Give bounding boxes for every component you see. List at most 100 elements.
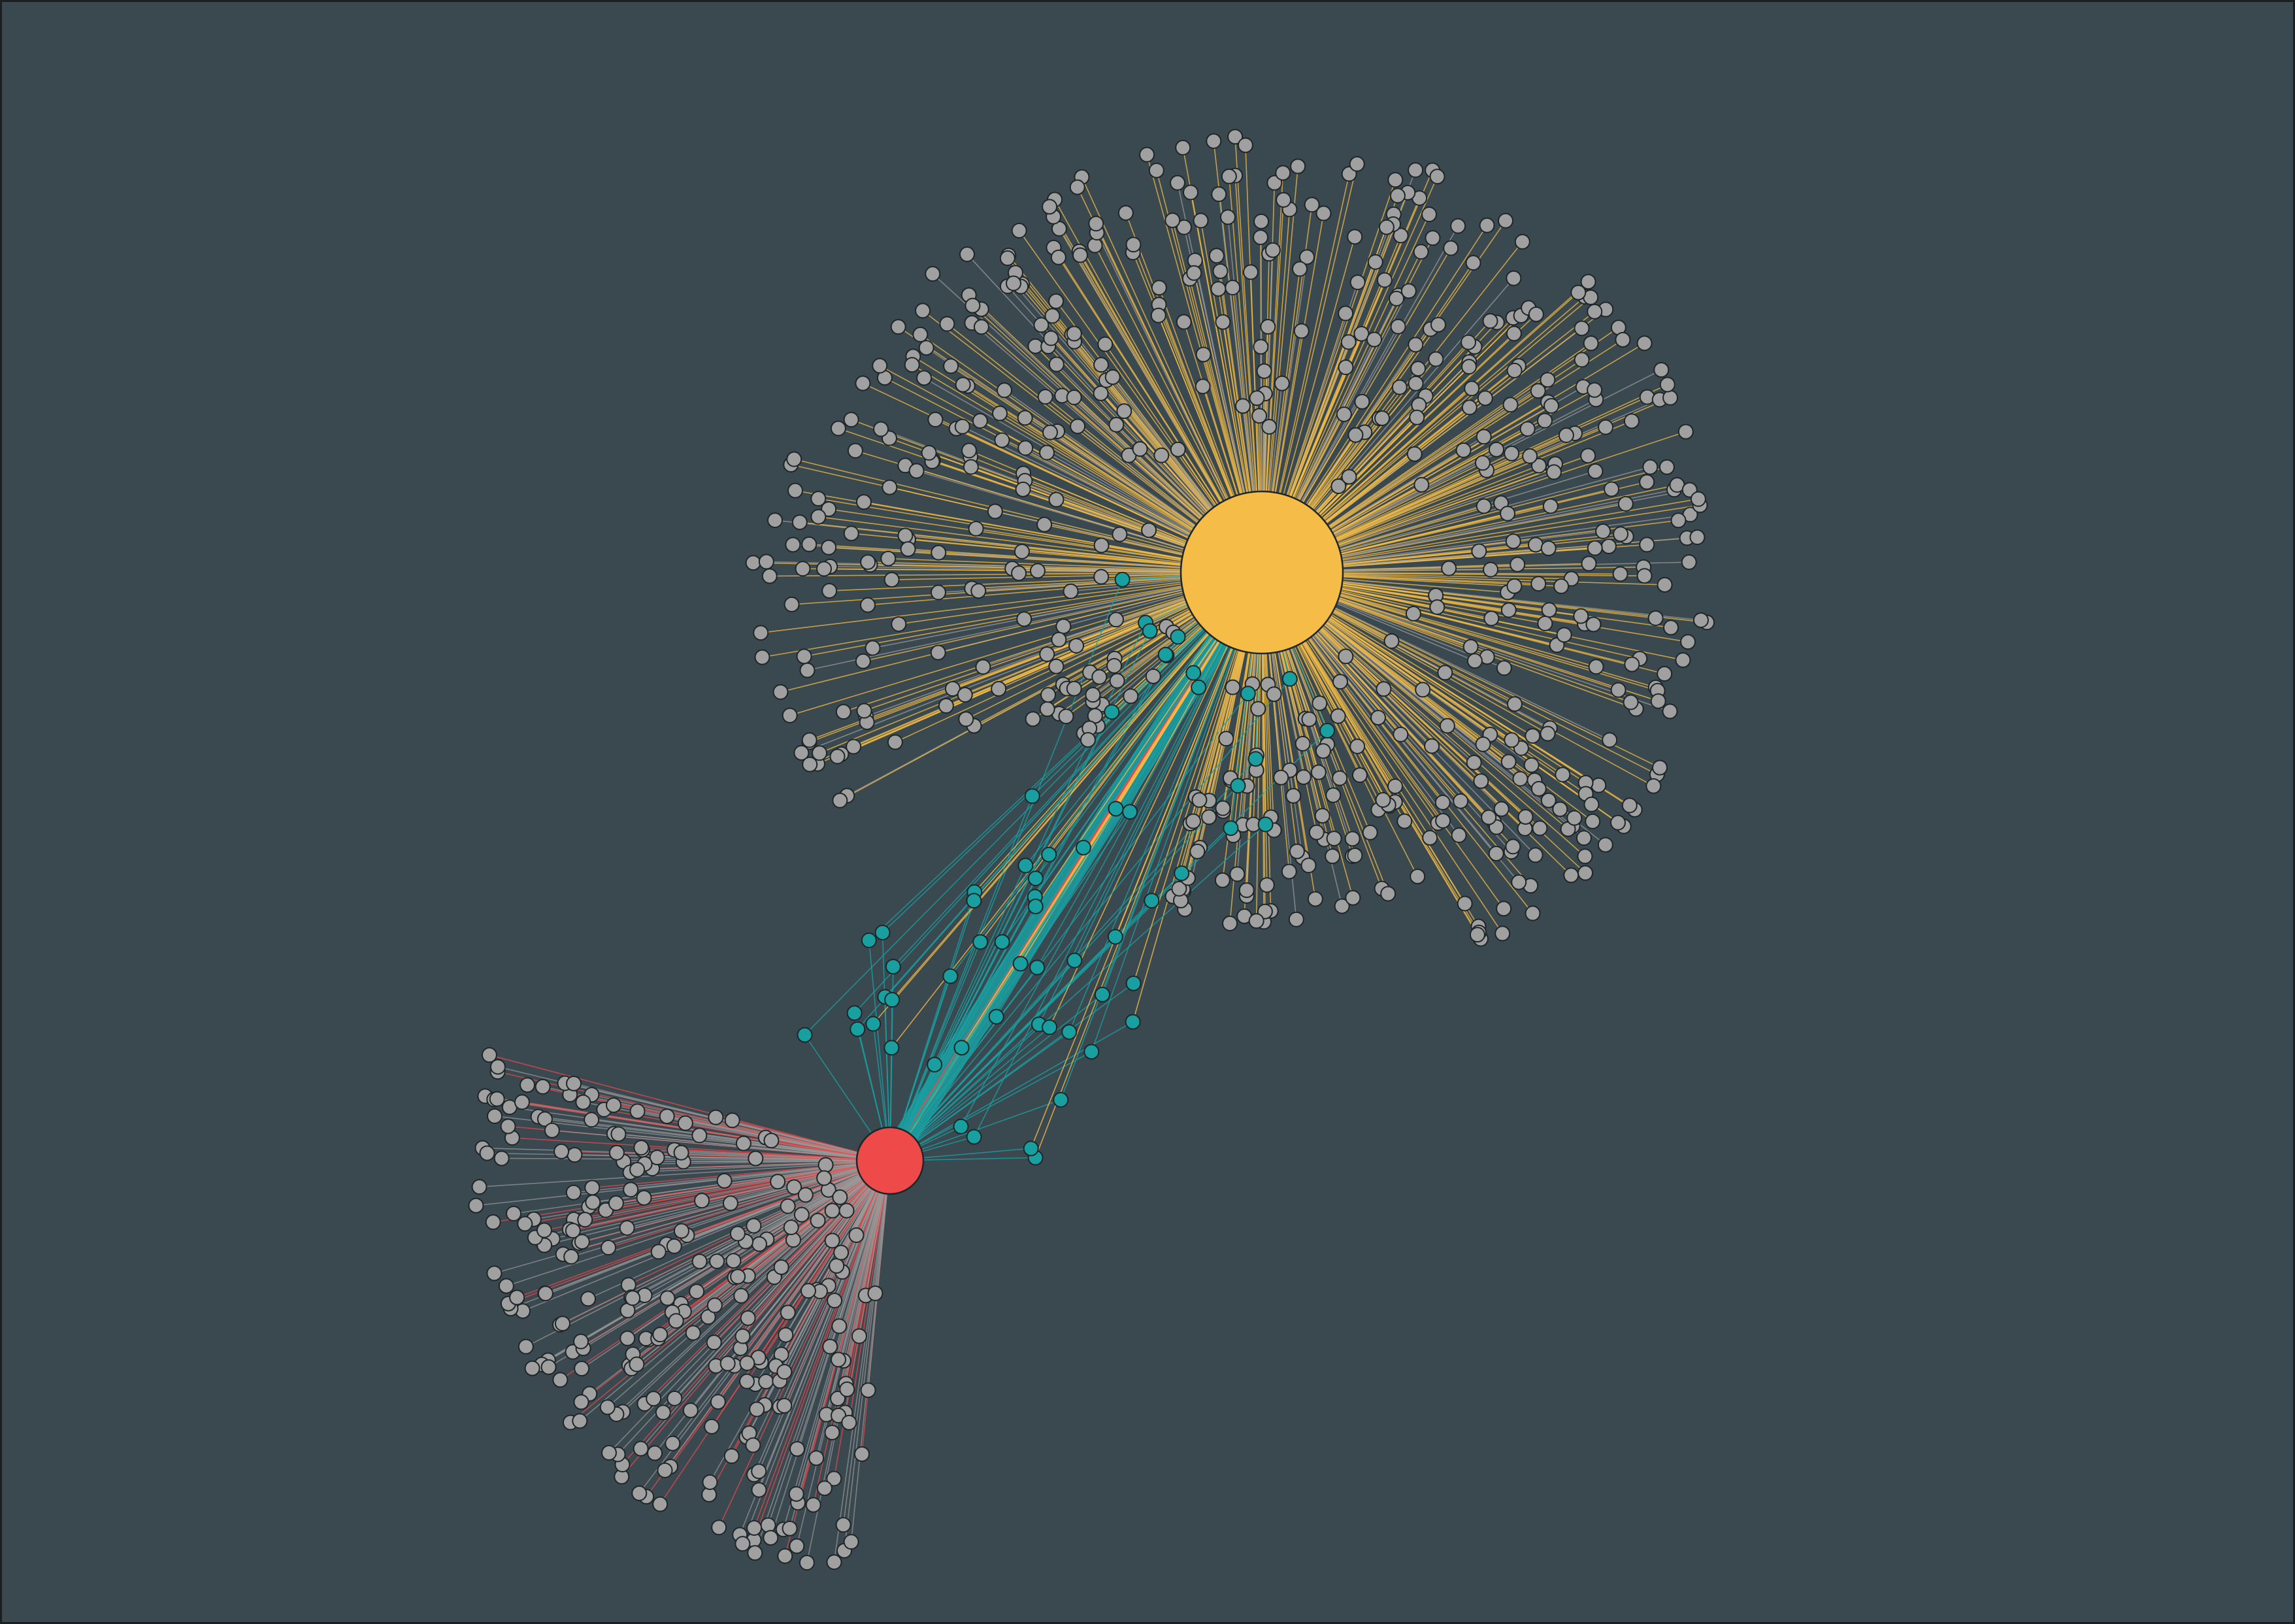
- leaf-node[interactable]: [1349, 274, 1366, 290]
- leaf-node[interactable]: [629, 1103, 646, 1119]
- leaf-node[interactable]: [753, 625, 769, 641]
- leaf-node[interactable]: [748, 1150, 764, 1167]
- leaf-node[interactable]: [904, 357, 920, 373]
- leaf-node[interactable]: [1164, 212, 1181, 229]
- leaf-node[interactable]: [1338, 305, 1354, 322]
- leaf-node[interactable]: [1690, 491, 1706, 507]
- leaf-node[interactable]: [839, 1381, 855, 1397]
- leaf-node[interactable]: [1506, 270, 1522, 286]
- leaf-node[interactable]: [1266, 174, 1283, 191]
- leaf-node[interactable]: [573, 1394, 589, 1410]
- leaf-node[interactable]: [1466, 754, 1482, 771]
- leaf-node[interactable]: [925, 266, 941, 282]
- leaf-node[interactable]: [1587, 463, 1604, 480]
- bridge-node[interactable]: [874, 924, 891, 940]
- leaf-node[interactable]: [1229, 866, 1246, 882]
- leaf-node[interactable]: [1537, 412, 1553, 429]
- leaf-node[interactable]: [1336, 406, 1352, 422]
- leaf-node[interactable]: [835, 704, 851, 720]
- leaf-node[interactable]: [1514, 233, 1530, 250]
- leaf-node[interactable]: [1275, 165, 1291, 181]
- leaf-node[interactable]: [1141, 522, 1157, 539]
- leaf-node[interactable]: [1304, 197, 1320, 213]
- leaf-node[interactable]: [1299, 249, 1315, 265]
- leaf-node[interactable]: [1295, 769, 1312, 786]
- leaf-node[interactable]: [629, 1161, 646, 1178]
- leaf-node[interactable]: [1425, 230, 1441, 246]
- leaf-node[interactable]: [848, 1227, 865, 1244]
- leaf-node[interactable]: [1043, 330, 1059, 346]
- leaf-node[interactable]: [1261, 419, 1278, 435]
- leaf-node[interactable]: [572, 1413, 588, 1429]
- leaf-node[interactable]: [730, 1268, 746, 1285]
- leaf-node[interactable]: [1389, 290, 1405, 307]
- leaf-node[interactable]: [1435, 812, 1451, 829]
- leaf-node[interactable]: [1215, 314, 1231, 330]
- bridge-node[interactable]: [1023, 1140, 1039, 1157]
- leaf-node[interactable]: [1153, 447, 1170, 463]
- leaf-node[interactable]: [719, 1355, 736, 1372]
- leaf-node[interactable]: [677, 1115, 693, 1131]
- leaf-node[interactable]: [816, 1480, 833, 1497]
- leaf-node[interactable]: [1574, 352, 1590, 368]
- leaf-node[interactable]: [1332, 674, 1348, 690]
- leaf-node[interactable]: [1093, 569, 1110, 585]
- leaf-node[interactable]: [667, 1390, 683, 1406]
- leaf-node[interactable]: [577, 1212, 593, 1228]
- bridge-node[interactable]: [1144, 893, 1160, 909]
- leaf-node[interactable]: [1537, 615, 1553, 631]
- leaf-node[interactable]: [1506, 362, 1523, 378]
- bridge-node[interactable]: [927, 1057, 943, 1073]
- leaf-node[interactable]: [729, 1225, 746, 1242]
- leaf-node[interactable]: [1439, 718, 1455, 734]
- bridge-node[interactable]: [966, 1129, 982, 1145]
- leaf-node[interactable]: [860, 1382, 876, 1399]
- leaf-node[interactable]: [965, 297, 981, 314]
- leaf-node[interactable]: [1281, 863, 1297, 880]
- leaf-node[interactable]: [517, 1216, 533, 1232]
- leaf-node[interactable]: [647, 1445, 663, 1461]
- leaf-node[interactable]: [887, 734, 903, 750]
- leaf-node[interactable]: [636, 1189, 652, 1206]
- leaf-node[interactable]: [1256, 363, 1272, 379]
- leaf-node[interactable]: [1597, 837, 1613, 853]
- primary-hub-node[interactable]: [1180, 490, 1344, 655]
- leaf-node[interactable]: [1314, 808, 1330, 824]
- leaf-node[interactable]: [746, 1218, 762, 1234]
- leaf-node[interactable]: [652, 1496, 669, 1512]
- leaf-node[interactable]: [1366, 331, 1383, 348]
- leaf-node[interactable]: [1496, 660, 1512, 676]
- leaf-node[interactable]: [1091, 669, 1108, 685]
- leaf-node[interactable]: [1367, 254, 1383, 270]
- leaf-node[interactable]: [1108, 416, 1125, 433]
- leaf-node[interactable]: [1612, 566, 1628, 582]
- leaf-node[interactable]: [1070, 418, 1086, 435]
- leaf-node[interactable]: [1659, 376, 1676, 393]
- leaf-node[interactable]: [540, 1359, 557, 1375]
- leaf-node[interactable]: [801, 732, 817, 748]
- leaf-node[interactable]: [1087, 237, 1103, 254]
- leaf-node[interactable]: [880, 550, 897, 567]
- leaf-node[interactable]: [739, 1355, 755, 1371]
- leaf-node[interactable]: [1171, 880, 1187, 897]
- bridge-node[interactable]: [885, 959, 901, 975]
- leaf-node[interactable]: [1195, 346, 1212, 363]
- leaf-node[interactable]: [1042, 199, 1058, 215]
- leaf-node[interactable]: [1621, 797, 1638, 814]
- leaf-node[interactable]: [785, 537, 801, 553]
- leaf-node[interactable]: [623, 1182, 639, 1198]
- leaf-node[interactable]: [972, 413, 988, 429]
- leaf-node[interactable]: [1556, 627, 1572, 643]
- leaf-node[interactable]: [1222, 916, 1238, 932]
- leaf-node[interactable]: [829, 748, 846, 765]
- leaf-node[interactable]: [1540, 540, 1557, 556]
- leaf-node[interactable]: [575, 1094, 591, 1110]
- leaf-node[interactable]: [1139, 146, 1155, 163]
- leaf-node[interactable]: [958, 711, 974, 727]
- leaf-node[interactable]: [668, 1313, 684, 1329]
- leaf-node[interactable]: [1338, 648, 1354, 665]
- leaf-node[interactable]: [1647, 610, 1664, 626]
- leaf-node[interactable]: [585, 1194, 601, 1210]
- leaf-node[interactable]: [1657, 666, 1673, 682]
- leaf-node[interactable]: [1253, 213, 1270, 229]
